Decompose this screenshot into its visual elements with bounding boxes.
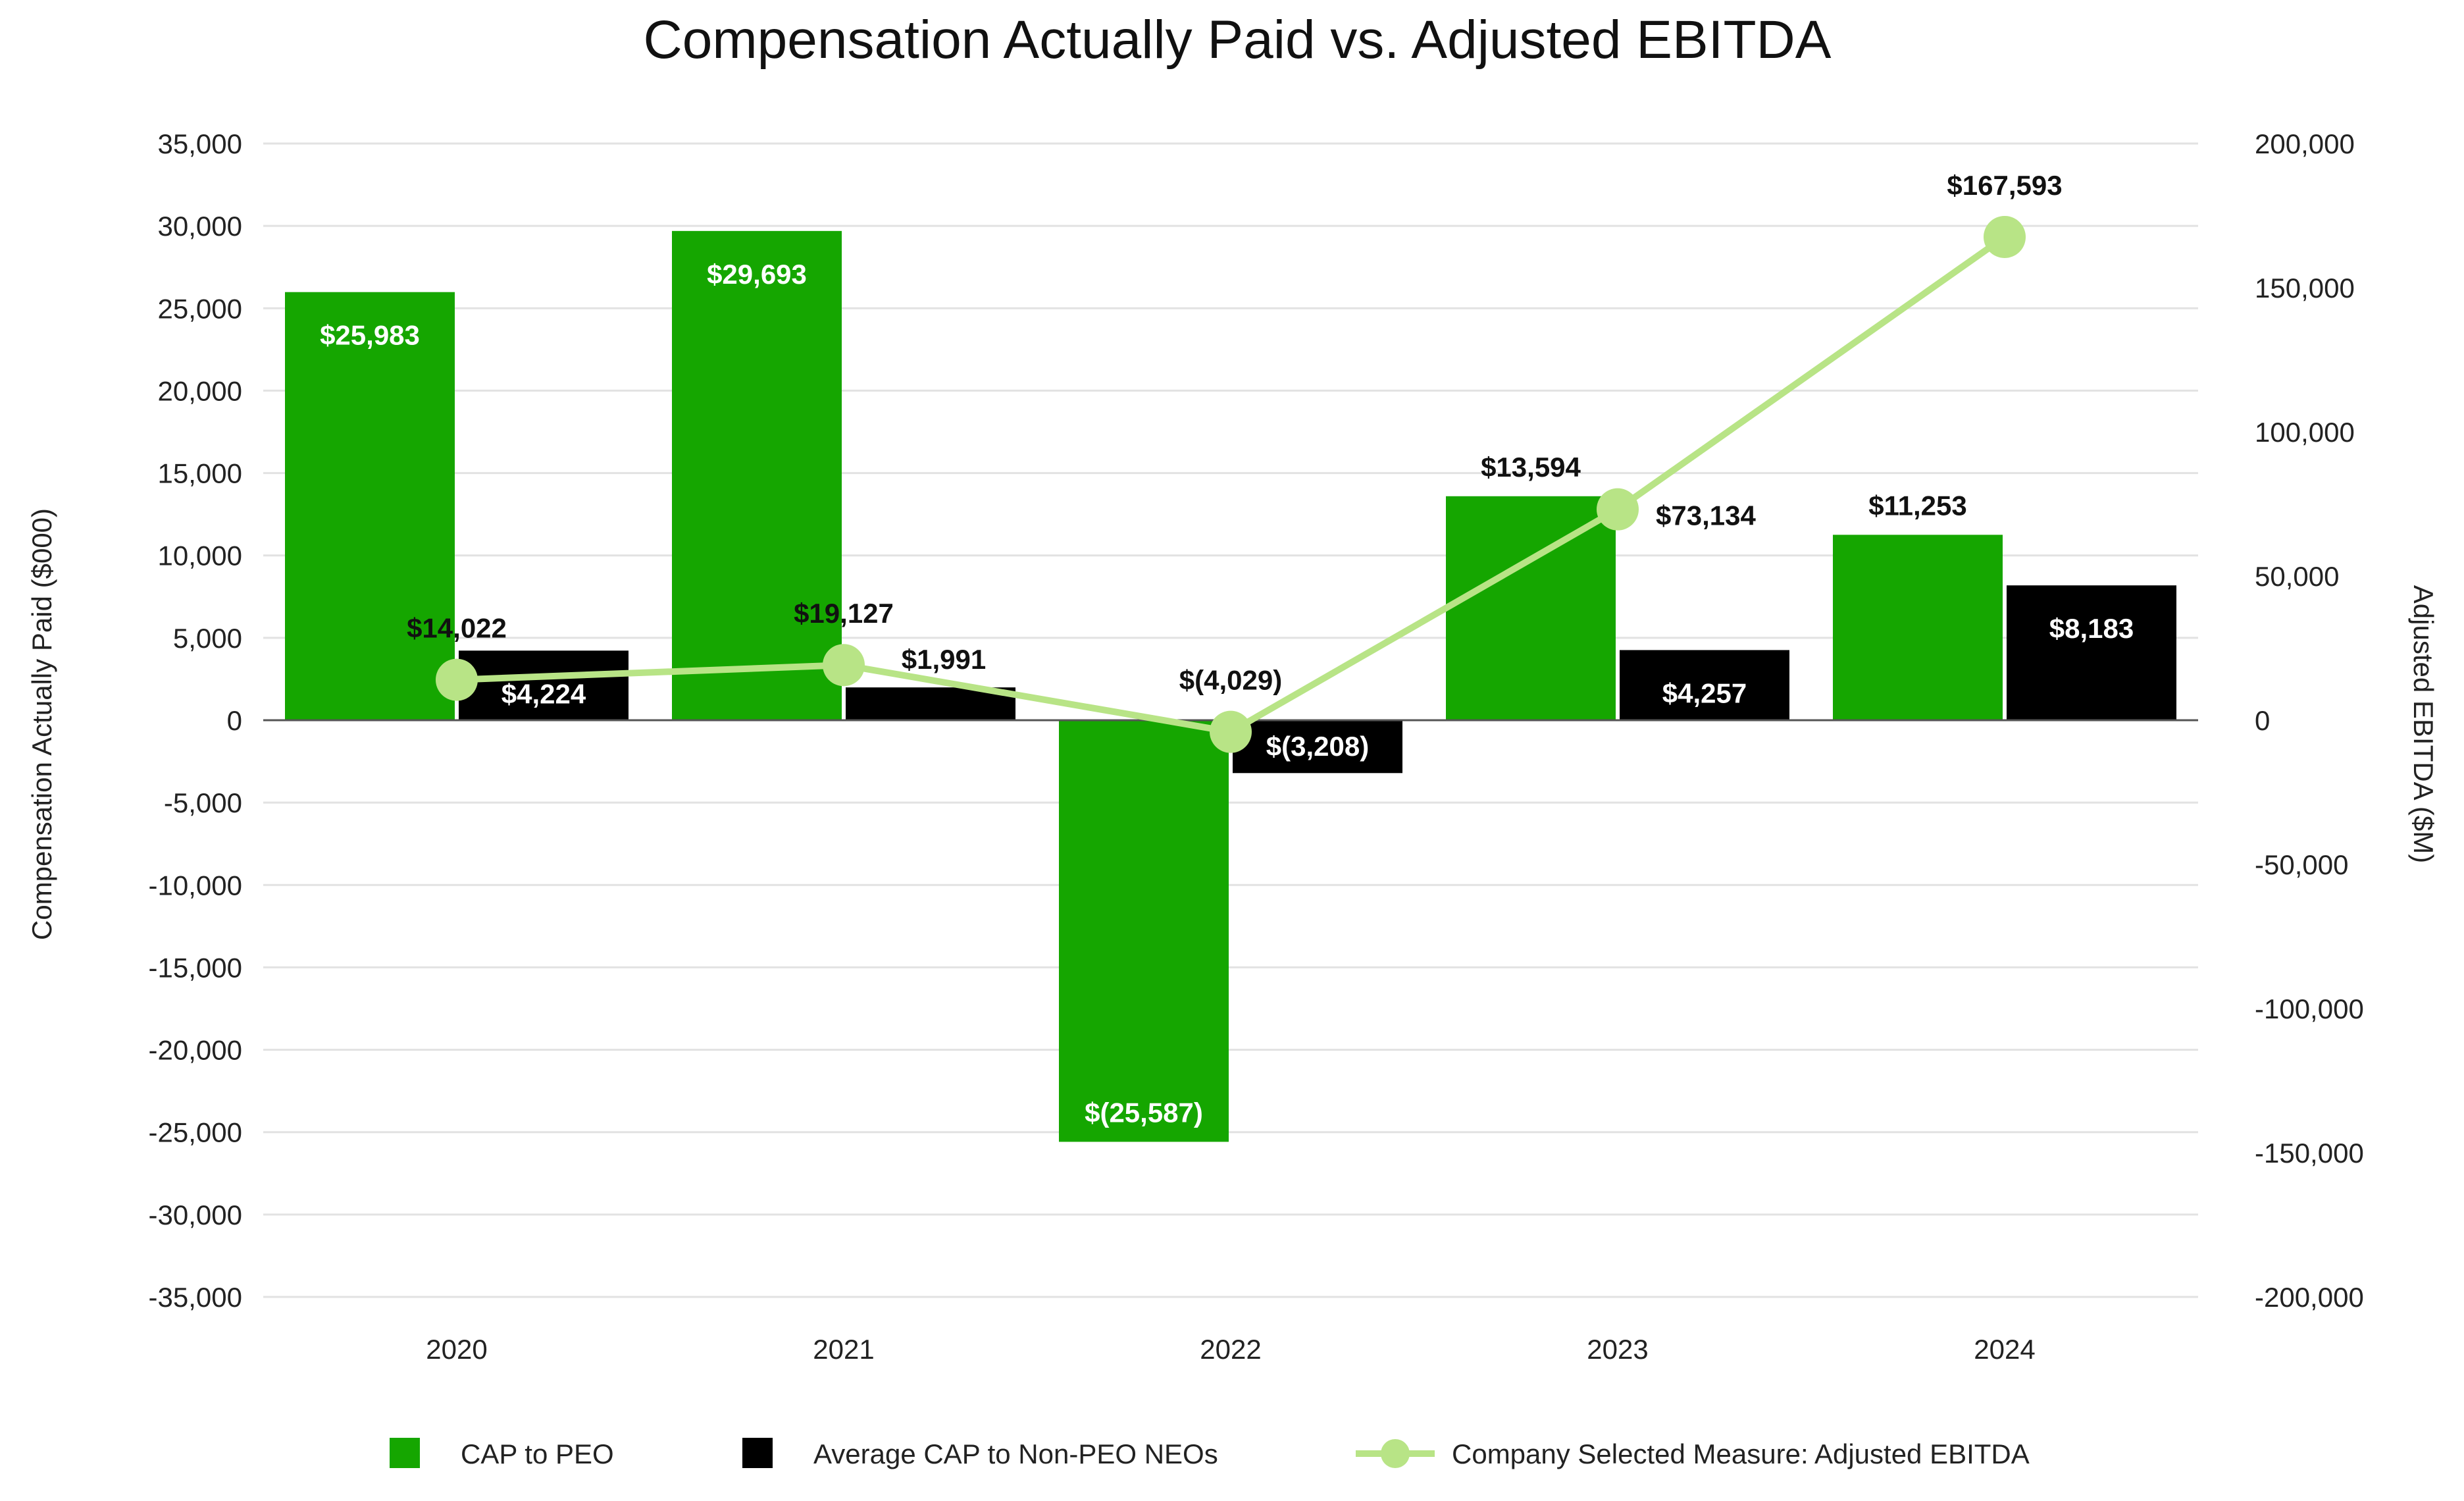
label-avg-cap-non-peo: $8,183	[2049, 613, 2134, 644]
y-tick-label: 15,000	[158, 458, 242, 489]
label-ebitda: $(4,029)	[1179, 665, 1282, 696]
bars	[285, 230, 2176, 1142]
x-tick-label: 2021	[813, 1334, 874, 1365]
y2-tick-label: 150,000	[2255, 273, 2355, 303]
label-ebitda: $14,022	[407, 613, 507, 644]
y-tick-label: -20,000	[149, 1035, 242, 1066]
legend-label-ebitda: Company Selected Measure: Adjusted EBITD…	[1452, 1438, 2030, 1469]
legend: CAP to PEO Average CAP to Non-PEO NEOs Com…	[390, 1438, 2030, 1469]
y2-tick-label: 50,000	[2255, 561, 2339, 592]
label-avg-cap-non-peo: $4,257	[1662, 677, 1747, 708]
label-avg-cap-non-peo: $4,224	[501, 678, 586, 709]
label-avg-cap-non-peo: $(3,208)	[1266, 731, 1369, 762]
y-tick-label: 0	[227, 705, 242, 736]
legend-marker-ebitda	[1381, 1439, 1410, 1468]
x-tick-label: 2022	[1200, 1334, 1261, 1365]
label-cap-to-peo: $13,594	[1481, 452, 1581, 483]
right-axis-ticks: 200,000 150,000 100,000 50,000 0 -50,000 -100,…	[2255, 128, 2364, 1313]
y2-tick-label: -200,000	[2255, 1282, 2364, 1313]
y-tick-label: -35,000	[149, 1282, 242, 1313]
legend-swatch-cap-to-peo	[390, 1438, 420, 1468]
label-avg-cap-non-peo: $1,991	[902, 644, 986, 675]
y2-tick-label: 200,000	[2255, 128, 2355, 159]
y-tick-label: 20,000	[158, 375, 242, 406]
chart-title: Compensation Actually Paid vs. Adjusted …	[644, 10, 1832, 70]
legend-label-cap-to-peo: CAP to PEO	[461, 1438, 614, 1469]
ebitda-marker	[1597, 488, 1639, 531]
label-ebitda: $73,134	[1656, 500, 1756, 531]
ebitda-marker	[1210, 710, 1252, 753]
bar-cap-to-peo	[1446, 496, 1616, 720]
ebitda-line	[436, 215, 2026, 753]
legend-label-avg-cap-non-peo: Average CAP to Non-PEO NEOs	[813, 1438, 1218, 1469]
y-tick-label: 35,000	[158, 128, 242, 159]
y-tick-label: 5,000	[173, 623, 242, 654]
ebitda-marker	[1984, 215, 2026, 258]
y2-axis-title: Adjusted EBITDA ($M)	[2408, 585, 2439, 863]
bar-avg-cap-non-peo	[459, 650, 629, 720]
label-ebitda: $19,127	[794, 598, 894, 629]
x-tick-label: 2020	[426, 1334, 487, 1365]
bar-avg-cap-non-peo	[2007, 585, 2176, 720]
y-tick-label: -5,000	[164, 787, 242, 818]
y-axis-title: Compensation Actually Paid ($000)	[26, 508, 57, 940]
left-axis-ticks: 35,000 30,000 25,000 20,000 15,000 10,000 5,00…	[149, 128, 242, 1313]
y-tick-label: 30,000	[158, 211, 242, 242]
y2-tick-label: 0	[2255, 705, 2270, 736]
y2-tick-label: -150,000	[2255, 1138, 2364, 1169]
y-tick-label: 10,000	[158, 540, 242, 571]
label-cap-to-peo: $(25,587)	[1085, 1097, 1203, 1128]
x-tick-label: 2023	[1587, 1334, 1648, 1365]
bar-avg-cap-non-peo	[1620, 650, 1789, 720]
bar-cap-to-peo	[672, 230, 842, 720]
label-cap-to-peo: $25,983	[320, 320, 420, 351]
ebitda-marker	[436, 658, 478, 701]
y-tick-label: -25,000	[149, 1117, 242, 1148]
gridlines	[263, 142, 2198, 1298]
bar-cap-to-peo	[285, 292, 455, 720]
y-tick-label: -15,000	[149, 952, 242, 983]
y-tick-label: -30,000	[149, 1199, 242, 1230]
ebitda-marker	[823, 644, 865, 687]
bar-avg-cap-non-peo	[1233, 720, 1402, 774]
y-tick-label: -10,000	[149, 870, 242, 901]
legend-swatch-avg-cap-non-peo	[742, 1438, 773, 1468]
data-labels: $25,983 $4,224 $14,022 $29,693 $1,991 $19,127…	[320, 170, 2134, 1128]
label-cap-to-peo: $29,693	[707, 259, 807, 290]
x-tick-label: 2024	[1974, 1334, 2035, 1365]
bar-cap-to-peo	[1833, 535, 2003, 720]
y-tick-label: 25,000	[158, 293, 242, 324]
label-cap-to-peo: $11,253	[1868, 490, 1967, 521]
y2-tick-label: -100,000	[2255, 993, 2364, 1024]
y2-tick-label: -50,000	[2255, 849, 2348, 880]
x-axis-ticks: 2020 2021 2022 2023 2024	[426, 1334, 2035, 1365]
label-ebitda: $167,593	[1947, 170, 2062, 201]
y2-tick-label: 100,000	[2255, 417, 2355, 448]
bar-cap-to-peo	[1059, 720, 1229, 1142]
